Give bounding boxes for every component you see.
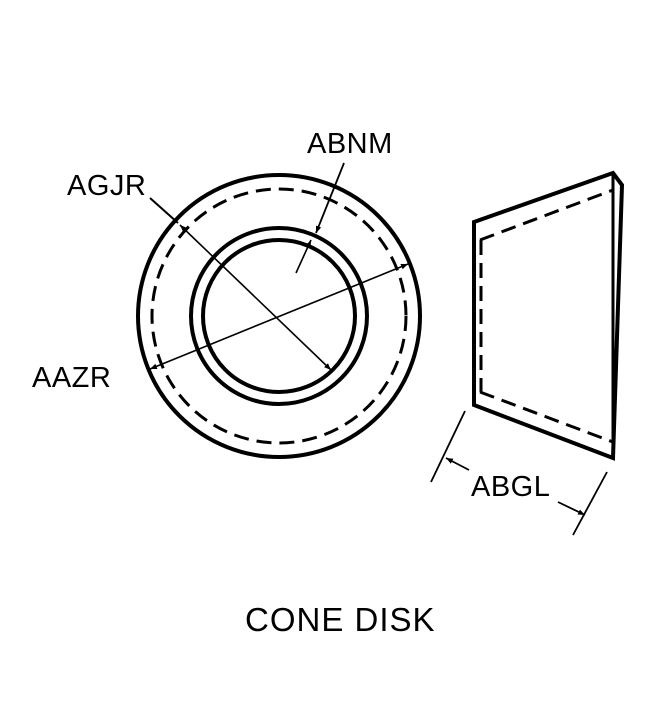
abnm-leader-line — [315, 162, 345, 234]
side-view — [472, 170, 625, 461]
abnm-dimension — [295, 162, 345, 274]
abgl-leader-left — [445, 457, 470, 471]
abgl-extension-right — [572, 471, 608, 536]
abnm-inner-leader — [295, 239, 312, 274]
label-abnm: ABNM — [307, 128, 393, 160]
abgl-leader-right — [557, 501, 586, 516]
aazr-dimension — [149, 263, 409, 370]
aazr-dimension-line — [149, 263, 409, 370]
cone-bottom-dashed — [479, 390, 614, 444]
label-abgl: ABGL — [471, 471, 551, 503]
agjr-dimension — [149, 197, 332, 371]
abgl-extension-left — [430, 410, 466, 483]
abgl-dimension — [430, 410, 608, 536]
agjr-leader-line — [149, 197, 179, 224]
outer-circle — [136, 173, 422, 459]
label-aazr: AAZR — [32, 362, 112, 394]
cone-top-dashed — [479, 188, 614, 242]
label-agjr: AGJR — [67, 170, 147, 202]
diagram-title: CONE DISK — [245, 601, 436, 638]
cone-outline — [472, 170, 625, 461]
